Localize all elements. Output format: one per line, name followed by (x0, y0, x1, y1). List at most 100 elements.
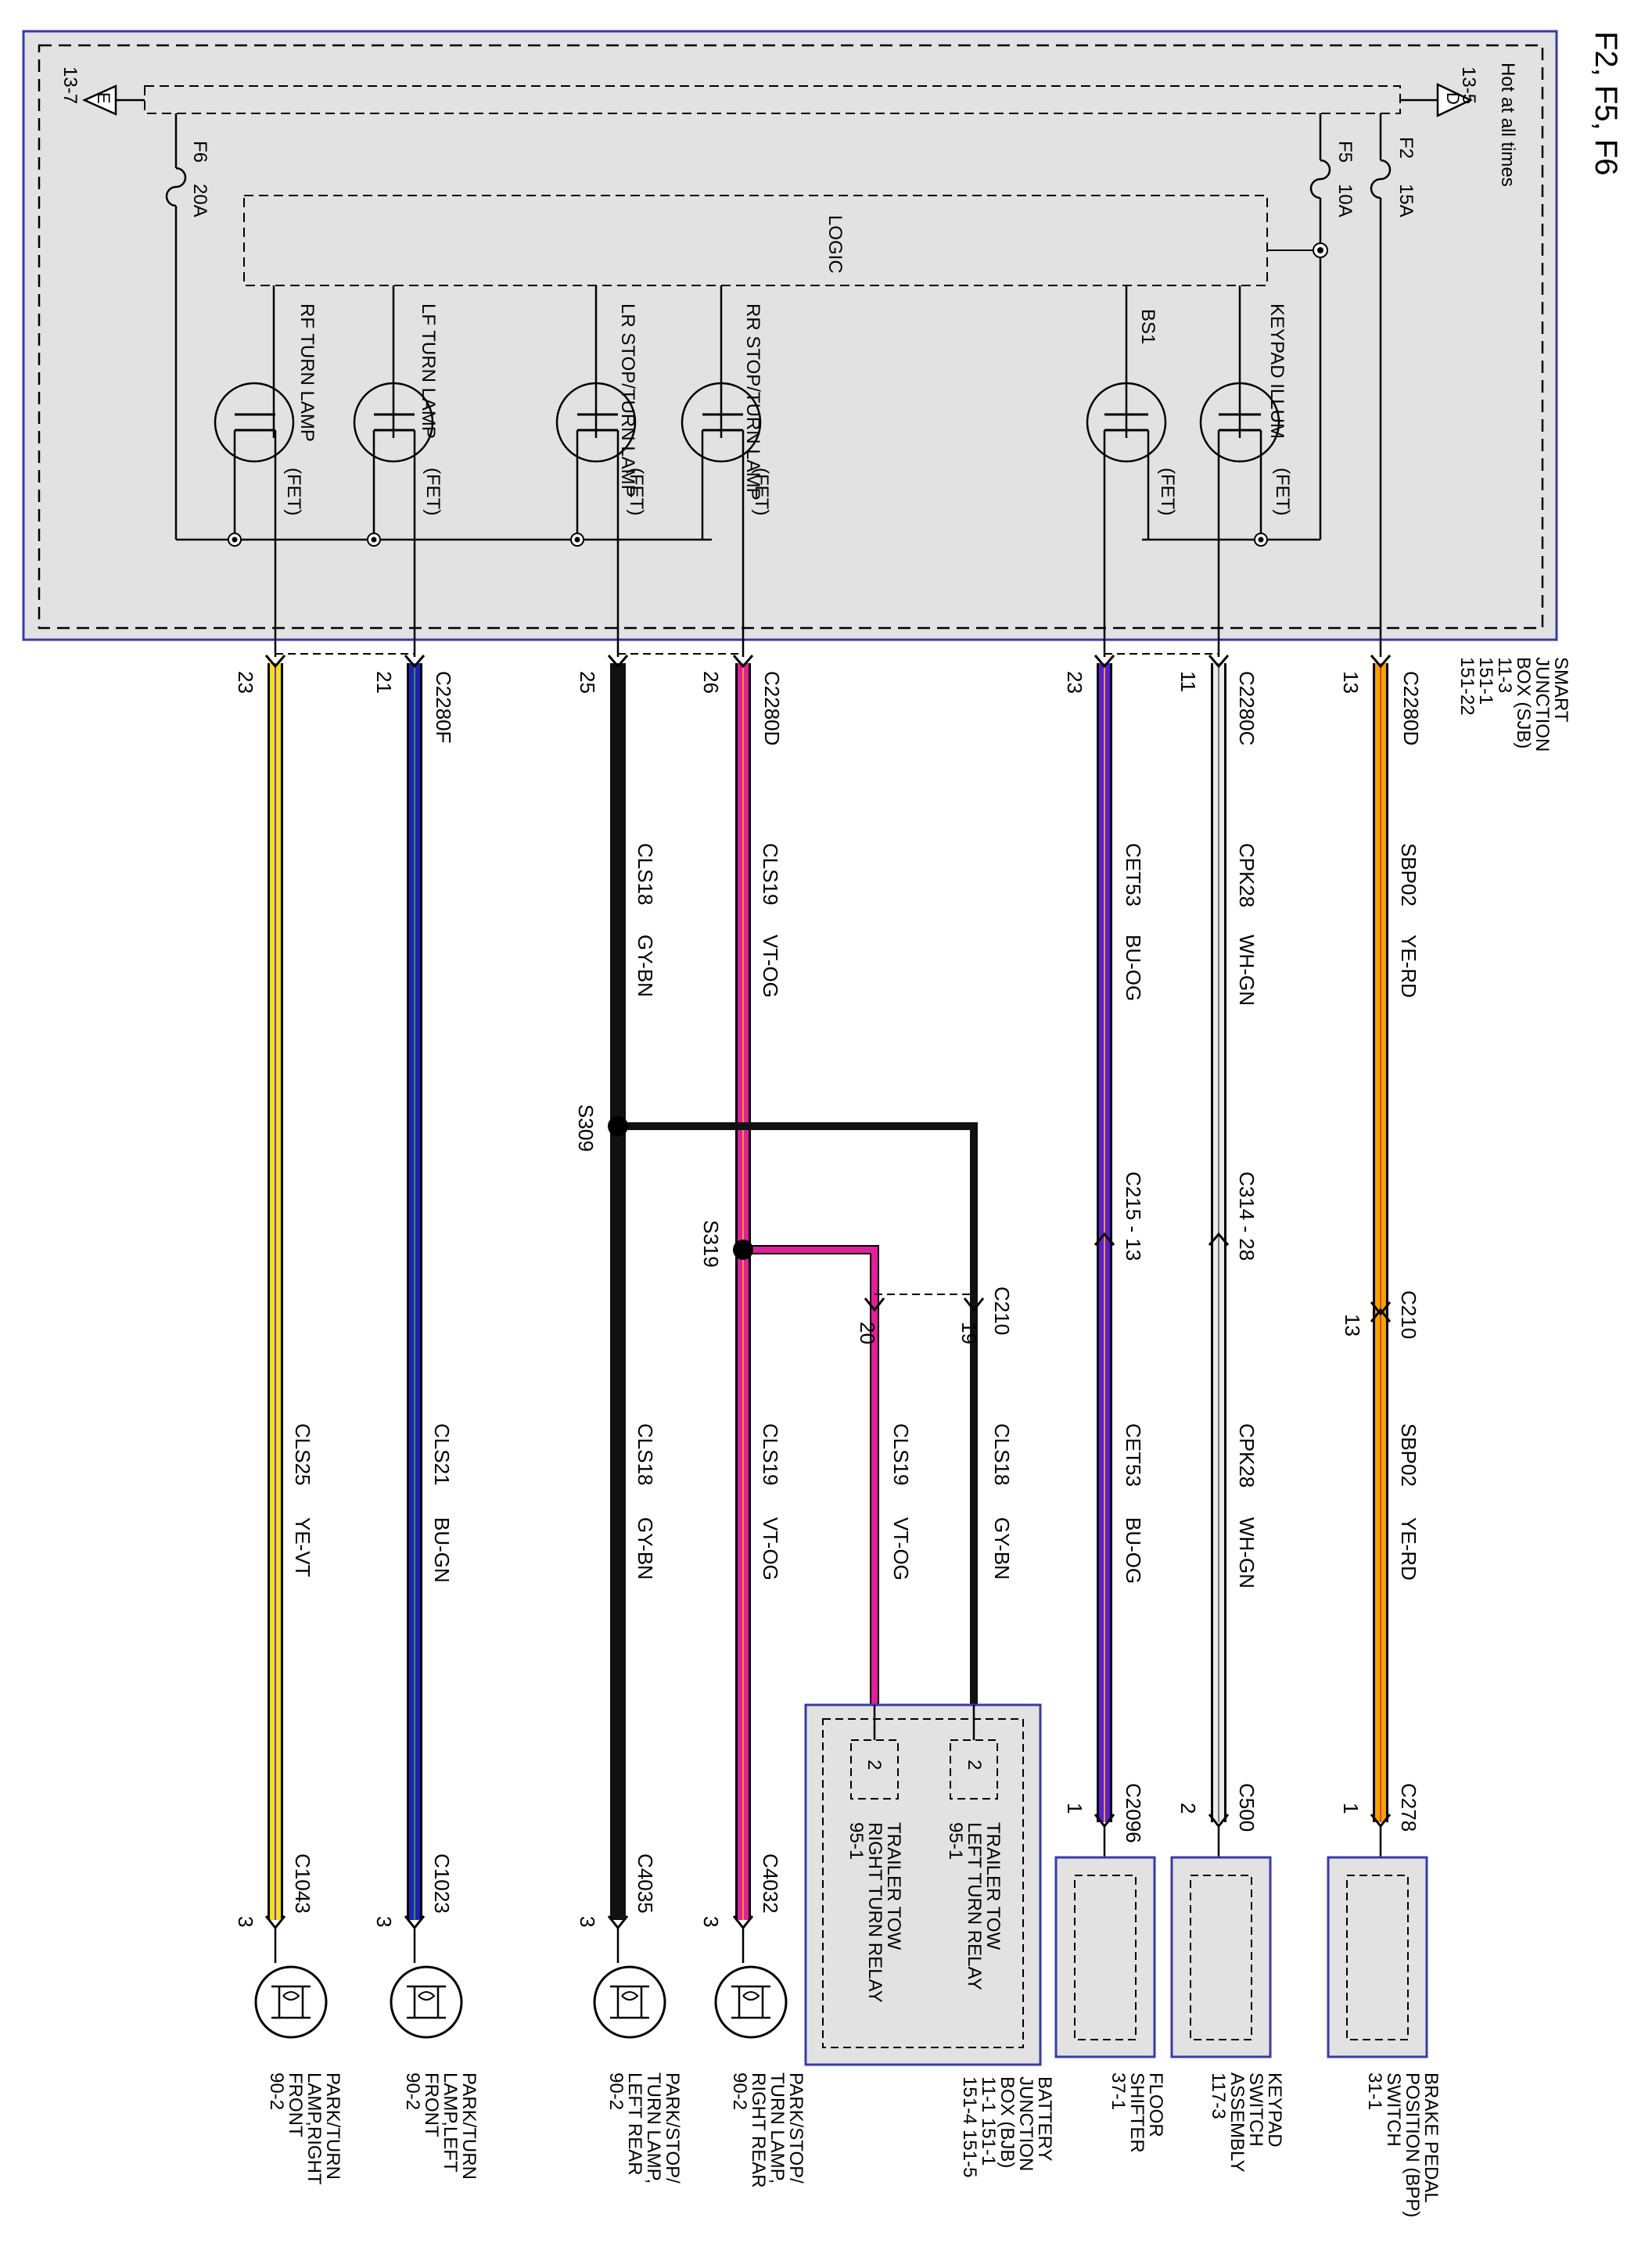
svg-text:VT-OG: VT-OG (759, 1517, 782, 1581)
svg-text:C2280F: C2280F (432, 671, 455, 744)
right-turn-relay (850, 1739, 899, 1800)
svg-text:CLS18: CLS18 (634, 843, 657, 906)
svg-text:KEYPAD ILLUM: KEYPAD ILLUM (1266, 303, 1287, 439)
svg-text:C1023: C1023 (430, 1854, 454, 1914)
svg-text:BOX (BJB): BOX (BJB) (997, 2076, 1018, 2168)
svg-text:GY-BN: GY-BN (634, 935, 657, 997)
sjb-module: E 13-7 D 13-5 Hot at all times F6 20A F5… (22, 30, 1558, 657)
fet-lf-turn: LF TURN LAMP (FET) (353, 285, 444, 657)
svg-text:11: 11 (1176, 671, 1200, 692)
svg-text:GY-BN: GY-BN (634, 1517, 657, 1580)
svg-text:BOX (SJB): BOX (SJB) (1513, 657, 1534, 748)
svg-text:FRONT: FRONT (421, 2072, 442, 2137)
svg-text:C314 - 28: C314 - 28 (1235, 1172, 1259, 1261)
svg-text:BS1: BS1 (1137, 309, 1158, 344)
svg-text:PARK/STOP/: PARK/STOP/ (785, 2072, 806, 2184)
svg-text:D: D (1443, 92, 1463, 105)
svg-text:3: 3 (234, 1916, 257, 1927)
fet-rf-turn: RF TURN LAMP (FET) (214, 285, 318, 657)
svg-text:S319: S319 (699, 1220, 723, 1268)
logic-box (243, 195, 1268, 286)
svg-text:(FET): (FET) (283, 468, 304, 515)
wire-cls18 (607, 655, 629, 1963)
svg-text:13: 13 (1339, 671, 1363, 694)
page-title: F2, F5, F6 (1589, 31, 1623, 176)
svg-text:E: E (94, 92, 113, 104)
terminal-e: E 13-7 (59, 66, 145, 116)
splice-s309: S309 (574, 1104, 978, 1705)
svg-text:C210: C210 (1397, 1290, 1420, 1339)
svg-text:JUNCTION: JUNCTION (1532, 657, 1553, 752)
svg-text:CLS19: CLS19 (759, 843, 782, 906)
svg-text:S309: S309 (574, 1104, 598, 1152)
svg-text:CLS19: CLS19 (889, 1423, 913, 1486)
svg-text:PARK/STOP/: PARK/STOP/ (662, 2072, 683, 2184)
svg-text:1: 1 (1063, 1803, 1086, 1814)
svg-text:C2280D: C2280D (760, 671, 784, 745)
lamp-lf: PARK/TURN LAMP,LEFT FRONT 90-2 (390, 1965, 479, 2180)
hot-label: Hot at all times (1497, 63, 1518, 187)
left-turn-relay (950, 1739, 998, 1800)
svg-text:ASSEMBLY: ASSEMBLY (1226, 2072, 1248, 2173)
svg-text:FLOOR: FLOOR (1145, 2072, 1166, 2137)
svg-text:F6: F6 (189, 141, 210, 163)
svg-text:RIGHT TURN RELAY: RIGHT TURN RELAY (864, 1822, 885, 2003)
svg-text:SMART: SMART (1550, 657, 1571, 723)
svg-text:KEYPAD: KEYPAD (1264, 2072, 1285, 2148)
svg-text:3: 3 (372, 1916, 396, 1927)
svg-text:PARK/TURN: PARK/TURN (322, 2072, 343, 2180)
svg-text:90-2: 90-2 (266, 2072, 287, 2110)
svg-text:151-22: 151-22 (1456, 657, 1478, 716)
svg-text:JUNCTION: JUNCTION (1015, 2076, 1036, 2171)
svg-text:3: 3 (576, 1916, 599, 1927)
device-keypad-switch: KEYPAD SWITCH ASSEMBLY 117-3 (1170, 1856, 1285, 2173)
fet-keypad-illum: KEYPAD ILLUM (FET) (1199, 285, 1293, 657)
bulb-icon (593, 1965, 666, 2039)
svg-text:151-1: 151-1 (1475, 657, 1496, 705)
svg-text:TRAILER TOW: TRAILER TOW (982, 1822, 1004, 1950)
svg-text:VT-OG: VT-OG (889, 1517, 913, 1581)
svg-text:CLS18: CLS18 (990, 1423, 1014, 1486)
power-bus (144, 85, 1401, 114)
svg-text:CLS21: CLS21 (430, 1423, 454, 1486)
svg-text:LAMP,RIGHT: LAMP,RIGHT (303, 2072, 325, 2185)
svg-text:SHIFTER: SHIFTER (1126, 2072, 1147, 2153)
svg-text:LR STOP/TURN LAMP: LR STOP/TURN LAMP (617, 303, 638, 497)
svg-text:90-2: 90-2 (402, 2072, 423, 2110)
terminal-d-label: 13-5 (1458, 66, 1479, 104)
device-floor-shifter: FLOOR SHIFTER 37-1 (1054, 1856, 1166, 2153)
sjb-inner-dashed (38, 44, 1544, 630)
terminal-e-label: 13-7 (59, 66, 81, 104)
svg-text:TURN LAMP,: TURN LAMP, (643, 2072, 664, 2184)
lamp-rf: PARK/TURN LAMP,RIGHT FRONT 90-2 (254, 1965, 343, 2185)
svg-text:WH-GN: WH-GN (1235, 1517, 1259, 1588)
svg-text:CET53: CET53 (1122, 843, 1145, 906)
sjb-box (22, 30, 1558, 641)
svg-text:FRONT: FRONT (285, 2072, 306, 2137)
svg-text:RR STOP/TURN LAMP: RR STOP/TURN LAMP (742, 303, 763, 501)
svg-text:CLS25: CLS25 (291, 1423, 314, 1486)
fuse-f2: F2 15A (1370, 113, 1417, 657)
svg-text:19: 19 (957, 1322, 981, 1344)
fet-bs1: BS1 (FET) (1086, 285, 1178, 657)
svg-text:117-3: 117-3 (1208, 2072, 1229, 2119)
svg-text:RF TURN LAMP: RF TURN LAMP (296, 303, 318, 442)
sjb-label: SMART JUNCTION BOX (SJB) 11-3 151-1 151-… (1456, 657, 1571, 752)
svg-text:GY-BN: GY-BN (990, 1517, 1014, 1580)
svg-text:POSITION (BPP): POSITION (BPP) (1402, 2072, 1423, 2217)
svg-text:PARK/TURN: PARK/TURN (458, 2072, 479, 2180)
svg-text:BU-OG: BU-OG (1122, 935, 1145, 1001)
svg-text:90-2: 90-2 (605, 2072, 627, 2110)
splice-s319: S319 (699, 1220, 879, 1705)
svg-text:C210: C210 (990, 1287, 1014, 1335)
logic-label: LOGIC (824, 215, 846, 274)
svg-text:11-3: 11-3 (1494, 657, 1515, 693)
svg-text:23: 23 (1063, 671, 1086, 694)
svg-text:SWITCH: SWITCH (1245, 2072, 1266, 2147)
svg-text:LAMP,LEFT: LAMP,LEFT (440, 2072, 461, 2173)
svg-text:(FET): (FET) (1272, 468, 1293, 515)
svg-text:C2096: C2096 (1122, 1783, 1145, 1843)
wire-cpk28 (1208, 655, 1230, 1857)
svg-text:1: 1 (1339, 1803, 1363, 1814)
